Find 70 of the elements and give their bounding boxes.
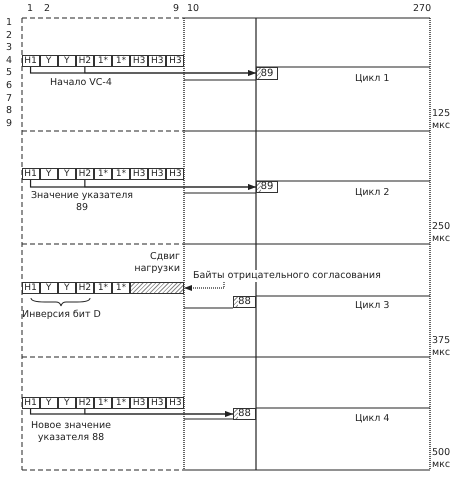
annotation-text: Байты отрицательного согласования <box>192 270 382 282</box>
column-number: 9 <box>173 3 180 15</box>
byte-cell: H1 <box>22 55 40 67</box>
byte-cell: H3 <box>148 397 166 409</box>
byte-cell: 1* <box>94 168 112 180</box>
row-number: 5 <box>6 67 12 80</box>
byte-cell: Y <box>40 282 58 294</box>
byte-cell: Y <box>58 55 76 67</box>
annotation-text: Сдвиг нагрузки <box>133 251 180 275</box>
time-label: 500 мкс <box>432 447 452 471</box>
byte-cell: H3 <box>166 168 184 180</box>
byte-cell: 1* <box>94 397 112 409</box>
byte-cell: Y <box>58 282 76 294</box>
byte-cell: Y <box>58 168 76 180</box>
annotation-text: Новое значение указателя 88 <box>30 420 112 444</box>
row-number: 4 <box>6 54 12 67</box>
row-number: 2 <box>6 30 12 42</box>
byte-cell: Y <box>58 397 76 409</box>
pointer-value-box: 89 <box>256 181 278 193</box>
annotation-text: Начало VC-4 <box>50 77 112 89</box>
cycle-label: Цикл 3 <box>355 300 390 312</box>
cycle-label: Цикл 2 <box>355 187 390 199</box>
column-number: 10 <box>187 3 200 15</box>
cycle-label: Цикл 4 <box>355 413 390 425</box>
hatched-byte-area <box>130 282 184 294</box>
row-number: 7 <box>6 92 12 105</box>
cycle-label: Цикл 1 <box>355 73 390 85</box>
byte-cell: H2 <box>76 168 94 180</box>
column-number: 1 <box>27 3 34 15</box>
byte-cell: H2 <box>76 55 94 67</box>
time-label: 250 мкс <box>432 221 452 245</box>
byte-cell: H1 <box>22 282 40 294</box>
row-number: 6 <box>6 80 12 92</box>
arrow <box>84 409 233 417</box>
row-number: 9 <box>6 118 12 130</box>
byte-cell: H3 <box>166 55 184 67</box>
byte-cell: Y <box>40 55 58 67</box>
column-number: 270 <box>413 3 432 15</box>
annotation-text: Инверсия бит D <box>22 309 101 321</box>
byte-cell: 1* <box>112 168 130 180</box>
byte-cell: H3 <box>130 397 148 409</box>
byte-cell: Y <box>40 168 58 180</box>
row-number: 8 <box>6 105 12 118</box>
byte-cell: 1* <box>112 397 130 409</box>
byte-cell: H2 <box>76 282 94 294</box>
byte-cell: 1* <box>112 282 130 294</box>
pointer-value-box: 89 <box>256 67 278 80</box>
byte-cell: H3 <box>148 55 166 67</box>
byte-cell: H3 <box>130 168 148 180</box>
row-number: 3 <box>6 42 12 54</box>
byte-cell: H3 <box>148 168 166 180</box>
byte-cell: Y <box>40 397 58 409</box>
column-number: 2 <box>44 3 50 15</box>
byte-cell: H2 <box>76 397 94 409</box>
byte-cell: H3 <box>130 55 148 67</box>
byte-cell: H1 <box>22 168 40 180</box>
byte-cell: 1* <box>112 55 130 67</box>
time-label: 375 мкс <box>432 335 452 359</box>
arrow <box>84 67 256 76</box>
byte-cell: 1* <box>94 55 112 67</box>
pointer-value-box: 88 <box>233 408 256 420</box>
byte-cell: 1* <box>94 282 112 294</box>
byte-cell: H3 <box>166 397 184 409</box>
pointer-value-box: 88 <box>233 296 256 308</box>
arrow <box>84 180 256 190</box>
byte-cell: H1 <box>22 397 40 409</box>
annotation-text: Значение указателя 89 <box>30 190 134 214</box>
arrow <box>184 282 225 291</box>
row-number: 1 <box>6 17 12 29</box>
time-label: 125 мкс <box>432 108 452 132</box>
